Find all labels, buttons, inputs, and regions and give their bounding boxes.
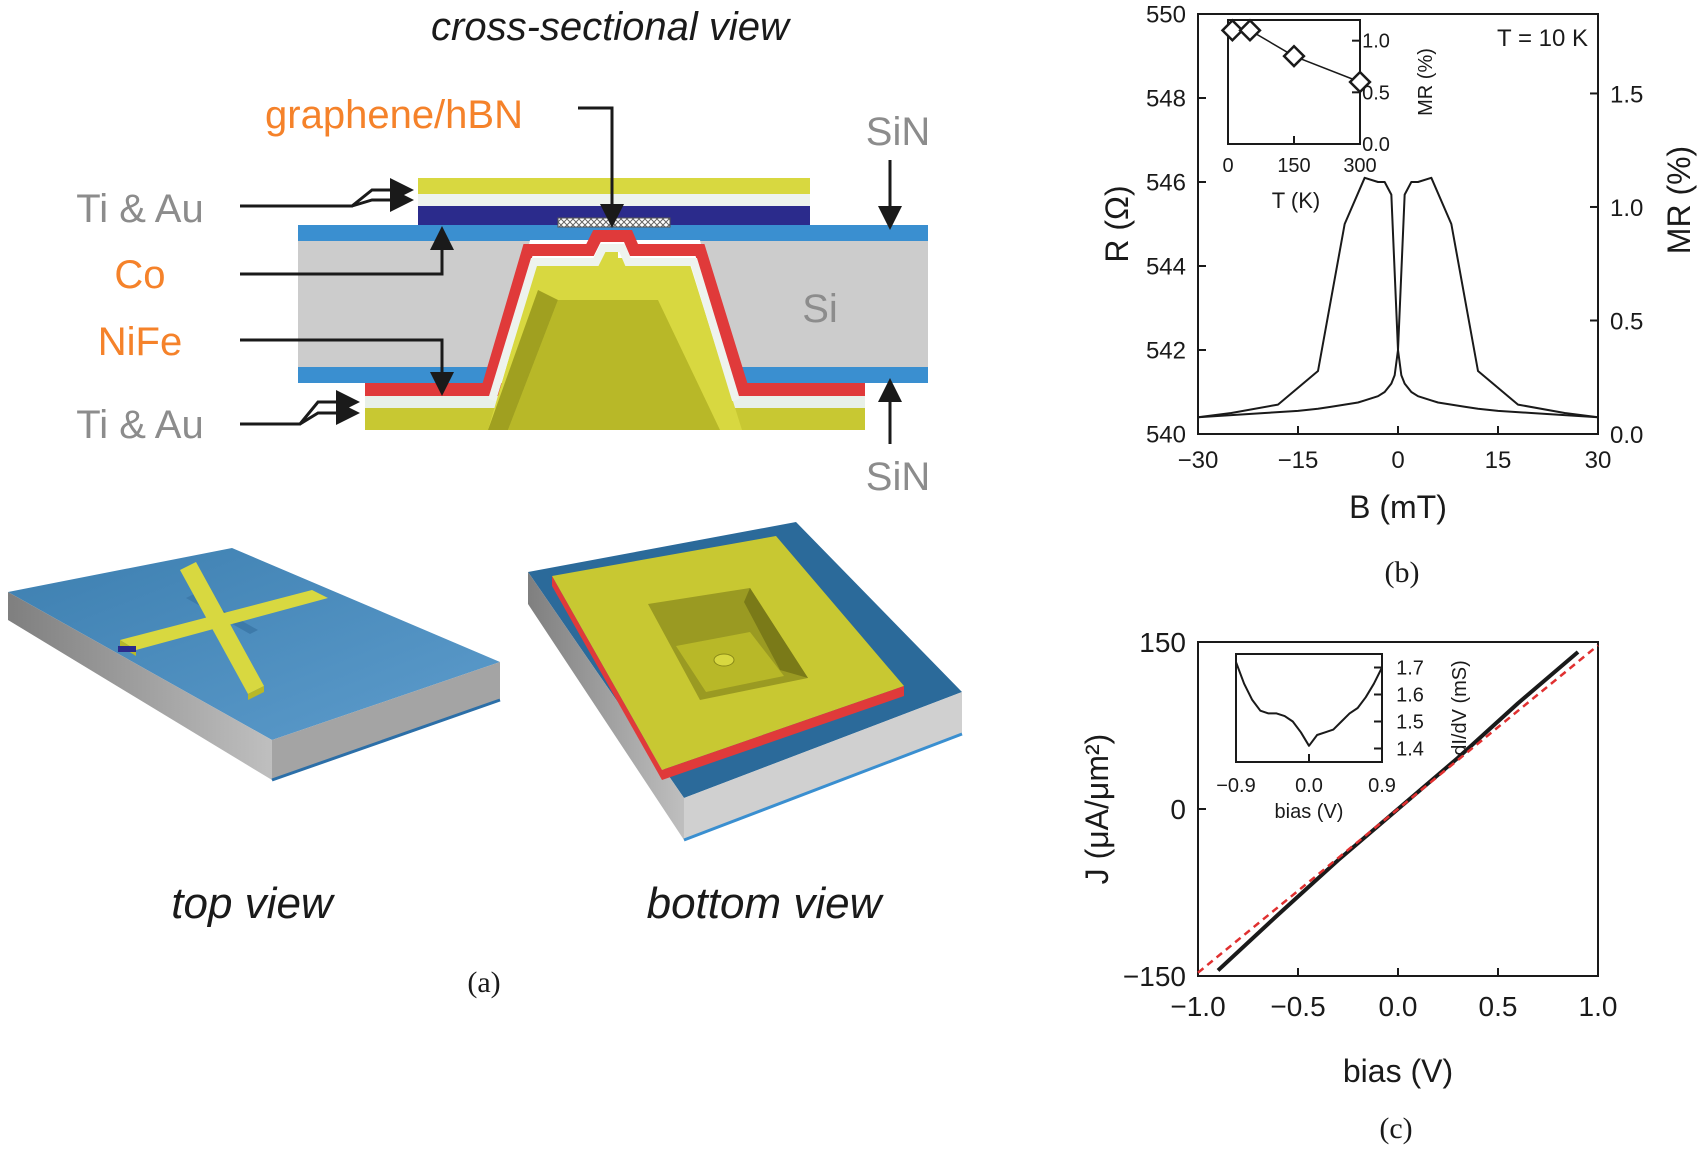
b-inset-ylabel: MR (%) [1415, 48, 1437, 116]
b-main-ytick-label: 550 [1146, 1, 1186, 28]
b-inset-ytick-label: 0.5 [1362, 82, 1390, 104]
b-inset-point [1220, 18, 1245, 43]
c-main-series-1 [1197, 644, 1599, 974]
label-sin-top: SiN [866, 110, 930, 154]
b-main-series-1 [1197, 176, 1599, 419]
c-main-ytick-label: 0 [1170, 794, 1186, 825]
c-main-xtick-label: 0.0 [1379, 991, 1418, 1022]
panel-b-label: (b) [1385, 556, 1420, 589]
b-main-series-0 [1197, 176, 1599, 419]
c-main-xtick-label: −1.0 [1170, 991, 1225, 1022]
b-main-xtick-label: 15 [1485, 447, 1512, 474]
c-main-xtick-label: −0.5 [1270, 991, 1325, 1022]
c-inset-ytick-label: 1.7 [1396, 658, 1424, 680]
b-main-y2tick-label: 0.0 [1610, 422, 1643, 449]
c-inset-ytick-label: 1.4 [1396, 739, 1424, 761]
label-nife: NiFe [98, 320, 182, 364]
c-inset-ticks: −0.9 0.0 0.91.4 1.5 1.6 1.7 [1216, 658, 1424, 798]
c-inset-xlabel: bias (V) [1275, 801, 1344, 823]
b-main-xtick-label: −15 [1278, 447, 1319, 474]
c-main-ytick-label: 150 [1139, 627, 1186, 658]
b-annotation: T = 10 K [1497, 25, 1588, 52]
c-inset-series-0 [1235, 661, 1383, 747]
panel-b: −30 −15 0 15 30 540 542 544 546 548 550 0.0 0.5 1.0 1.… [1099, 1, 1697, 589]
b-main-ytick-label: 548 [1146, 85, 1186, 112]
nife-slope [482, 230, 748, 388]
c-inset-lines [1235, 661, 1383, 747]
b-inset-point [1282, 44, 1306, 68]
b-inset-xlabel: T (K) [1272, 188, 1320, 213]
panel-a-label: (a) [467, 966, 500, 999]
label-ti-au-bottom: Ti & Au [76, 403, 203, 447]
bottom-view-device [528, 522, 963, 842]
top-gold-layer [418, 178, 810, 194]
panel-a: cross-sectional view graphene/hBN Ti & A… [8, 5, 963, 999]
c-inset-xtick-label: −0.9 [1216, 775, 1255, 797]
panel-c-label: (c) [1379, 1112, 1412, 1145]
c-inset-ylabel: dI/dV (mS) [1449, 660, 1471, 756]
top-view-device [8, 548, 501, 782]
b-main-xtick-label: 0 [1391, 447, 1404, 474]
b-inset-xtick-label: 300 [1343, 155, 1376, 177]
b-inset-xtick-label: 150 [1277, 155, 1310, 177]
b-main-ytick-label: 542 [1146, 337, 1186, 364]
b-xlabel: B (mT) [1349, 489, 1447, 525]
b-y2label: MR (%) [1661, 146, 1697, 254]
label-co: Co [114, 253, 165, 297]
b-inset-point [1238, 18, 1262, 43]
c-ylabel: J (μA/μm²) [1079, 734, 1115, 885]
b-main-ytick-label: 546 [1146, 169, 1186, 196]
label-graphene-hbn: graphene/hBN [265, 93, 523, 137]
b-main-y2tick-label: 1.5 [1610, 81, 1643, 108]
c-xlabel: bias (V) [1343, 1053, 1453, 1089]
b-inset-ytick-label: 0.0 [1362, 134, 1390, 156]
b-ylabel: R (Ω) [1099, 185, 1135, 262]
white-slope [488, 244, 740, 402]
c-main-lines [1197, 644, 1599, 974]
b-main-xtick-label: 30 [1585, 447, 1612, 474]
c-inset-xtick-label: 0.0 [1295, 775, 1323, 797]
b-main-lines [1197, 176, 1599, 419]
b-main-ticks: −30 −15 0 15 30 540 542 544 546 548 550 0.0 0.5 1.0 1.… [1146, 1, 1643, 474]
c-inset-ytick-label: 1.5 [1396, 712, 1424, 734]
b-inset-xtick-label: 0 [1222, 155, 1233, 177]
graphene-hbn-layer [557, 217, 671, 228]
b-main-xtick-label: −30 [1178, 447, 1219, 474]
c-main-ticks: −1.0 −0.5 0.0 0.5 1.0 −150 0 150 [1123, 627, 1618, 1022]
panel-c: −1.0 −0.5 0.0 0.5 1.0 −150 0 150 bias (V) J (μA… [1079, 627, 1617, 1145]
b-main-ytick-label: 540 [1146, 421, 1186, 448]
top-white-layer [418, 194, 810, 206]
b-inset-lines [1220, 18, 1372, 94]
label-si: Si [802, 287, 838, 331]
label-ti-au-top: Ti & Au [76, 187, 203, 231]
top-view-caption: top view [171, 879, 336, 928]
c-inset-ytick-label: 1.6 [1396, 685, 1424, 707]
b-inset-point [1348, 70, 1372, 94]
label-sin-bottom: SiN [866, 455, 930, 499]
c-inset-xtick-label: 0.9 [1368, 775, 1396, 797]
gold-trapezoid-shadow [488, 290, 558, 430]
b-main-ytick-label: 544 [1146, 253, 1186, 280]
bottom-view-caption: bottom view [647, 879, 885, 928]
c-main-ytick-label: −150 [1123, 961, 1186, 992]
b-main-y2tick-label: 1.0 [1610, 195, 1643, 222]
c-main-xtick-label: 1.0 [1579, 991, 1618, 1022]
leader-lines [240, 106, 902, 444]
b-main-y2tick-label: 0.5 [1610, 308, 1643, 335]
gold-trapezoid-inner [508, 300, 720, 430]
c-main-xtick-label: 0.5 [1479, 991, 1518, 1022]
b-inset-ytick-label: 1.0 [1362, 31, 1390, 53]
cross-section-heading: cross-sectional view [431, 5, 792, 49]
